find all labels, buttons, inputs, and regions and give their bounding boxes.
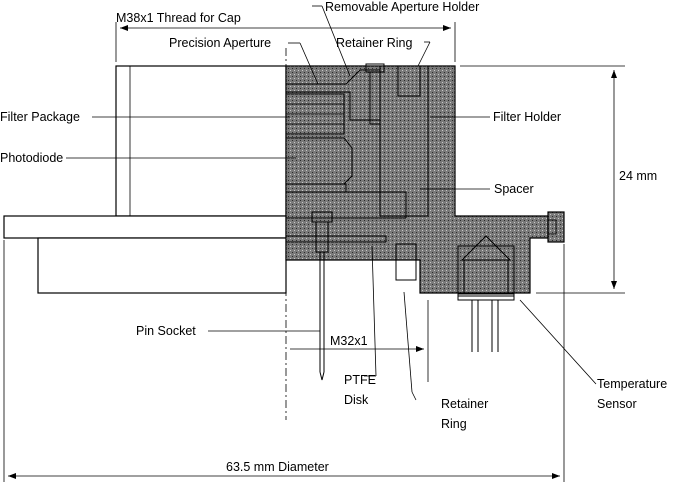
label-pin-socket: Pin Socket: [136, 324, 196, 338]
sensor-cavity: [457, 245, 515, 297]
sensor-base: [457, 293, 515, 301]
label-photodiode: Photodiode: [0, 151, 63, 165]
dimensions: [3, 22, 625, 482]
base-left: [37, 237, 287, 294]
cap-body-left: [115, 65, 287, 217]
label-thread-cap: M38x1 Thread for Cap: [116, 11, 241, 25]
label-retainer-ring-top: Retainer Ring: [336, 36, 412, 50]
label-height-dim: 24 mm: [619, 169, 657, 183]
labels: M38x1 Thread for Cap Removable Aperture …: [0, 0, 667, 474]
label-diameter: 63.5 mm Diameter: [226, 460, 329, 474]
screw-shaft: [369, 71, 381, 125]
label-ptfe-line2: Disk: [344, 393, 369, 407]
retainer-ring-top-shape: [397, 65, 421, 97]
flange-left: [3, 215, 287, 239]
ptfe-disk-shape: [285, 235, 387, 243]
label-temp-line1: Temperature: [597, 377, 667, 391]
label-retainer-bottom-line1: Retainer: [441, 397, 488, 411]
outer-housing: [3, 65, 287, 294]
label-filter-package: Filter Package: [0, 110, 80, 124]
leaders: [66, 5, 597, 401]
label-precision-aperture: Precision Aperture: [169, 36, 271, 50]
label-spacer: Spacer: [494, 182, 534, 196]
label-filter-holder: Filter Holder: [493, 110, 561, 124]
label-temp-line2: Sensor: [597, 397, 637, 411]
label-m32: M32x1: [330, 334, 368, 348]
label-removable-aperture-holder: Removable Aperture Holder: [325, 0, 479, 14]
label-retainer-bottom-line2: Ring: [441, 417, 467, 431]
retainer-ring-bottom-shape: [395, 243, 417, 281]
label-ptfe-line1: PTFE: [344, 373, 376, 387]
